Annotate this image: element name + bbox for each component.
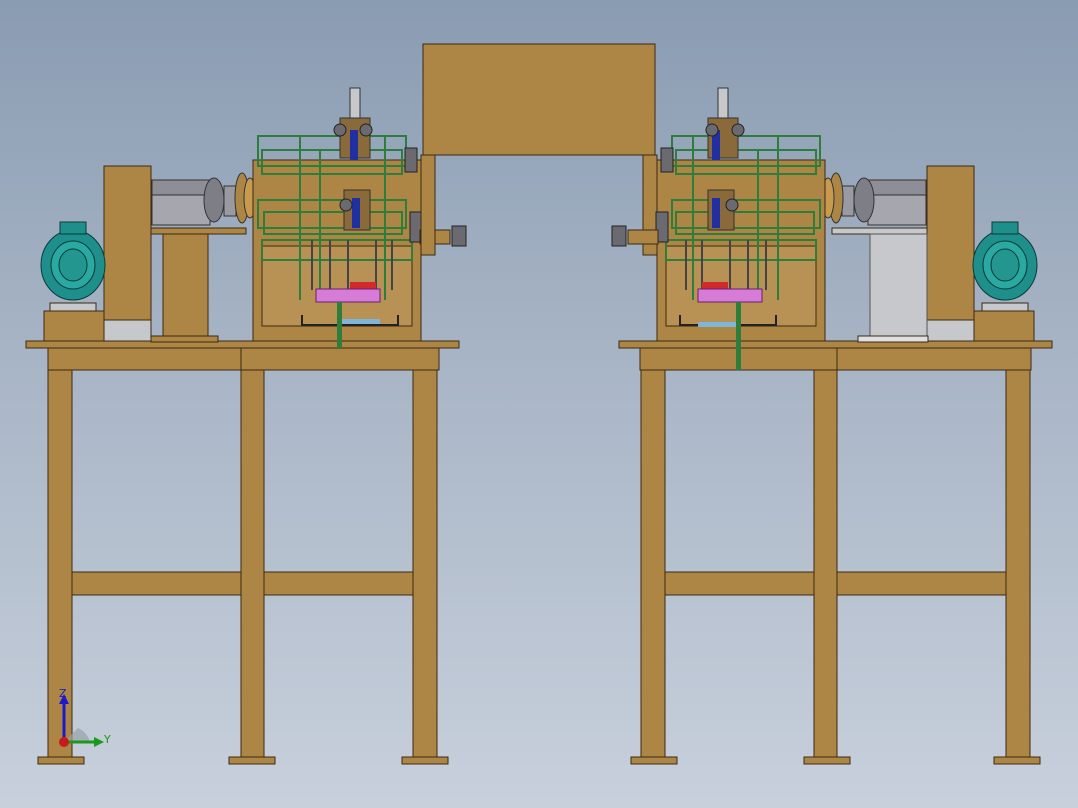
left-table-top (25, 340, 460, 349)
right-leg-3 (1005, 369, 1031, 759)
right-crossbar-2 (836, 571, 1007, 596)
right-motor (972, 221, 1038, 301)
right-foot-2 (803, 756, 851, 765)
left-leg-1 (47, 369, 73, 759)
left-foot-1 (37, 756, 85, 765)
left-foot-2 (228, 756, 276, 765)
right-table-top (618, 340, 1053, 349)
right-motor-base (973, 310, 1035, 342)
left-motor-base (43, 310, 105, 342)
right-crossbar-1 (664, 571, 815, 596)
left-crossbar-2 (263, 571, 414, 596)
right-leg-2 (813, 369, 838, 759)
left-shelf (150, 227, 247, 235)
center-cabinet (420, 43, 658, 256)
left-table-apron (47, 347, 440, 371)
y-axis-label: Y (104, 733, 111, 746)
z-axis-label: Z (59, 687, 67, 700)
left-shelf-post (162, 233, 209, 342)
left-station (25, 165, 460, 765)
left-crossbar-1 (71, 571, 242, 596)
left-gearbox (151, 172, 269, 226)
right-gearbox (789, 172, 927, 226)
left-motor (40, 221, 106, 301)
x-axis-point (59, 737, 69, 747)
right-table-apron (639, 347, 1032, 371)
right-winding-head (611, 87, 826, 370)
right-foot-3 (993, 756, 1041, 765)
axis-triad (59, 694, 104, 747)
left-foot-3 (401, 756, 449, 765)
left-leg-3 (412, 369, 438, 759)
left-leg-2 (240, 369, 265, 759)
right-leg-1 (640, 369, 666, 759)
right-foot-1 (630, 756, 678, 765)
right-upright (926, 165, 975, 342)
left-upright (103, 165, 152, 342)
right-station (618, 165, 1053, 765)
